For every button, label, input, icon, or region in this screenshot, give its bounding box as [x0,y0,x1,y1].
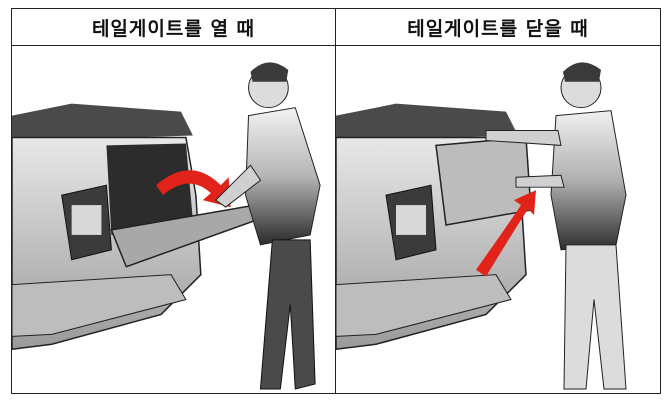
person-torso [245,107,321,246]
tail-lamp-lens [71,205,102,235]
person-hair-2 [563,62,601,82]
instruction-frame: 테일게이트를 열 때 [11,8,661,394]
car-roof-2 [336,103,518,142]
tail-lamp-lens-2 [396,205,426,235]
panel-open-tailgate: 테일게이트를 열 때 [12,9,336,393]
rear-bumper [12,274,187,337]
person-arm-lower [515,174,565,188]
illustration-close-tailgate [336,46,660,393]
person-hair [250,62,289,82]
panel-close-tailgate: 테일게이트를 닫을 때 [336,9,660,393]
person-arm-upper [485,130,562,146]
car-roof [12,103,193,142]
cargo-opening [106,143,193,235]
open-tailgate-drawing [12,62,321,390]
panel-title-open: 테일게이트를 열 때 [12,9,335,46]
rear-bumper-2 [336,274,512,337]
close-tailgate-drawing [336,62,627,390]
panel-title-close: 테일게이트를 닫을 때 [336,9,660,46]
person-legs [259,239,316,390]
illustration-open-tailgate [12,46,335,393]
curved-up-arrow-icon [476,190,536,277]
person-legs-2 [563,244,627,390]
curved-down-arrow-icon [156,170,231,208]
person-arm [214,164,262,208]
